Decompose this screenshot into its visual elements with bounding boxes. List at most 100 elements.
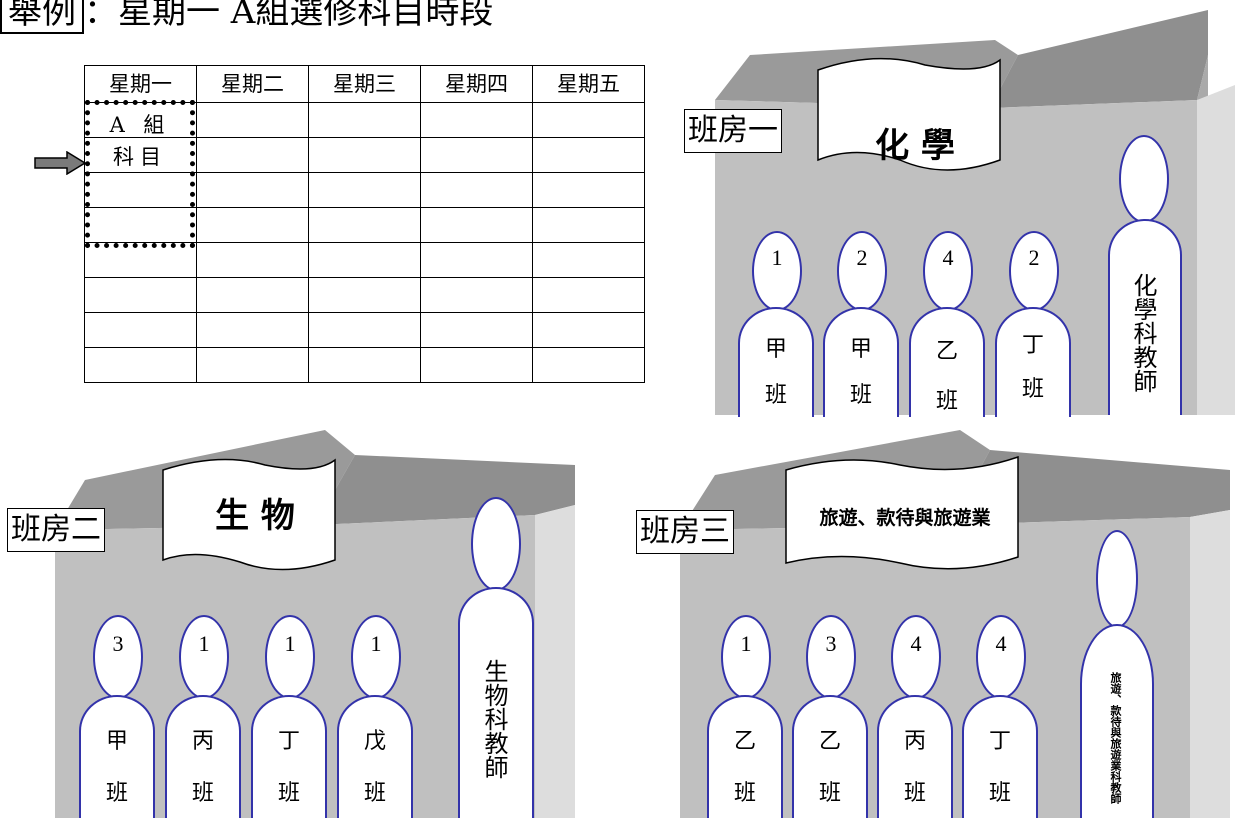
table-cell: [420, 242, 533, 278]
table-cell: [196, 137, 309, 173]
class-name: 戊: [363, 729, 386, 754]
classroom-3: 旅遊、款待與旅遊業 班房三 1 乙 班 3 乙 班 4 丙 班 4 丁 班 旅遊…: [636, 425, 1244, 818]
table-cell: [532, 242, 645, 278]
teacher-head: [1119, 135, 1169, 223]
table-cell: [196, 312, 309, 348]
student-body: 甲 班: [738, 307, 814, 417]
weekly-timetable: 星期一 星期二 星期三 星期四 星期五: [84, 65, 645, 383]
table-cell: [84, 347, 197, 383]
student-count: 3: [806, 615, 856, 699]
class-name: 乙: [733, 729, 756, 754]
student-body: 丁 班: [962, 695, 1038, 818]
student-body: 丁 班: [251, 695, 327, 818]
student-count: 2: [1009, 231, 1059, 311]
table-cell: [308, 102, 421, 138]
table-cell: [196, 102, 309, 138]
student-body: 丙 班: [165, 695, 241, 818]
class-suffix: 班: [1021, 377, 1044, 402]
room-subject: 旅遊、款待與旅遊業: [819, 507, 991, 529]
day-header-tue: 星期二: [196, 65, 309, 103]
classroom-1: 化 學 班房一 1 甲 班 2 甲 班 4 乙 班 2 丁 班 化學科教師: [684, 10, 1244, 417]
table-cell: [308, 347, 421, 383]
class-suffix: 班: [191, 781, 214, 806]
table-cell: [84, 277, 197, 313]
room-label: 班房三: [636, 510, 734, 554]
table-cell: [84, 172, 197, 208]
heading-text: ：星期一 A組選修科目時段: [84, 0, 494, 32]
student-count: 1: [265, 615, 315, 699]
student-count: 4: [923, 231, 973, 311]
table-cell: [532, 277, 645, 313]
student-body: 甲 班: [79, 695, 155, 818]
student-count: 1: [351, 615, 401, 699]
table-cell: [308, 277, 421, 313]
student-body: 戊 班: [337, 695, 413, 818]
example-label: 舉例: [0, 0, 84, 34]
room-label: 班房一: [684, 109, 782, 153]
class-name: 丁: [277, 729, 300, 754]
table-cell: [196, 347, 309, 383]
student-count: 4: [976, 615, 1026, 699]
class-name: 丁: [1021, 333, 1044, 358]
class-name: 乙: [935, 339, 958, 364]
student-count: 4: [891, 615, 941, 699]
class-name: 丁: [988, 729, 1011, 754]
student-body: 乙 班: [909, 307, 985, 417]
arrow-right-icon: [34, 151, 87, 175]
table-cell: [420, 277, 533, 313]
table-cell: [308, 312, 421, 348]
student-count: 1: [752, 231, 802, 311]
class-suffix: 班: [764, 383, 787, 408]
class-name: 甲: [849, 337, 872, 362]
class-suffix: 班: [277, 781, 300, 806]
slot-label-line-2: 科目: [113, 145, 167, 169]
teacher-head: [1096, 530, 1138, 628]
class-suffix: 班: [988, 781, 1011, 806]
student-body: 丙 班: [877, 695, 953, 818]
class-name: 甲: [764, 337, 787, 362]
teacher-title: 旅遊、款待與旅遊業科教師: [1080, 624, 1154, 818]
class-name: 丙: [191, 729, 214, 754]
table-cell: [420, 172, 533, 208]
table-cell: [196, 242, 309, 278]
table-cell: [308, 172, 421, 208]
table-cell: [532, 137, 645, 173]
room-subject: 化 學: [875, 126, 955, 166]
teacher-title: 化學科教師: [1108, 219, 1182, 415]
room-subject: 生 物: [215, 496, 295, 536]
table-cell: [532, 207, 645, 243]
day-header-fri: 星期五: [532, 65, 645, 103]
table-cell: [420, 312, 533, 348]
class-suffix: 班: [105, 781, 128, 806]
teacher-title: 生物科教師: [458, 587, 534, 818]
room-label: 班房二: [7, 508, 105, 552]
student-count: 3: [93, 615, 143, 699]
class-suffix: 班: [733, 781, 756, 806]
table-cell: [420, 347, 533, 383]
student-body: 甲 班: [823, 307, 899, 417]
table-cell: [308, 207, 421, 243]
student-body: 乙 班: [707, 695, 783, 818]
table-cell: [308, 242, 421, 278]
teacher-head: [471, 497, 521, 591]
class-suffix: 班: [363, 781, 386, 806]
class-suffix: 班: [818, 781, 841, 806]
class-name: 甲: [105, 729, 128, 754]
slot-label-line-1: A 組: [109, 113, 171, 137]
day-header-mon: 星期一: [84, 65, 197, 103]
table-cell: [532, 347, 645, 383]
heading: 舉例：星期一 A組選修科目時段: [0, 0, 493, 36]
student-count: 1: [721, 615, 771, 699]
day-header-thu: 星期四: [420, 65, 533, 103]
day-header-wed: 星期三: [308, 65, 421, 103]
classroom-2: 生 物 班房二 3 甲 班 1 丙 班 1 丁 班 1 戊 班 生物科教師: [7, 430, 585, 818]
table-cell: [532, 102, 645, 138]
table-cell: [308, 137, 421, 173]
table-cell: [196, 207, 309, 243]
class-suffix: 班: [935, 389, 958, 414]
table-cell: [532, 312, 645, 348]
class-suffix: 班: [903, 781, 926, 806]
student-count: 2: [837, 231, 887, 311]
student-count: 1: [179, 615, 229, 699]
student-body: 丁 班: [995, 307, 1071, 417]
